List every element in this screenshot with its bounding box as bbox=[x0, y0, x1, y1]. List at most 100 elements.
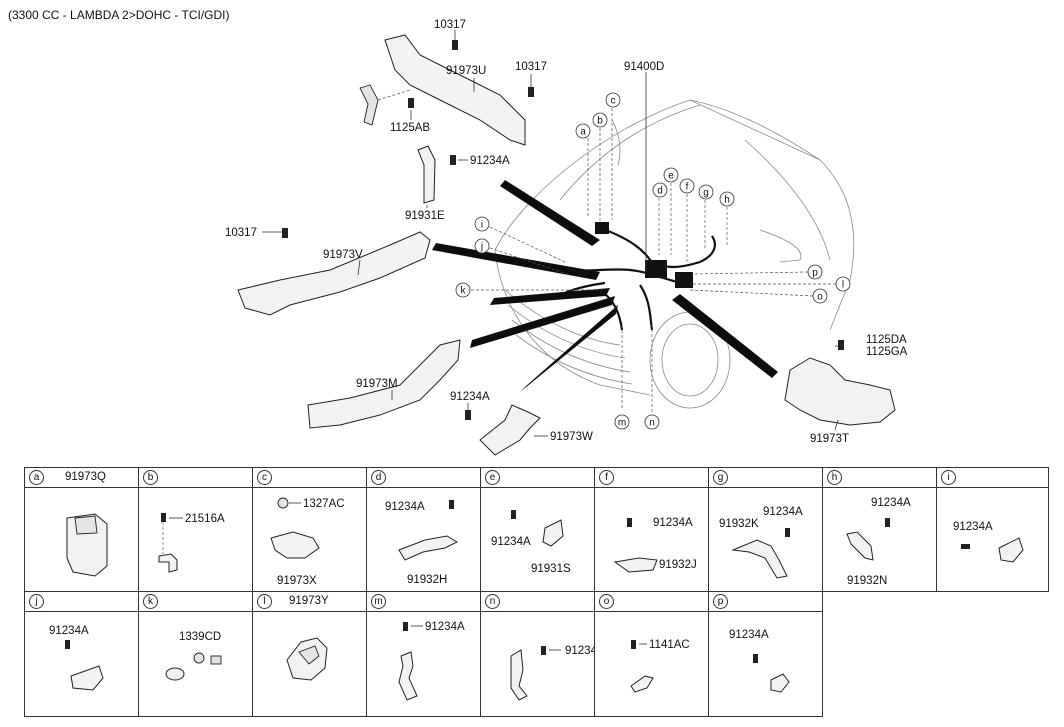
cell-letter: e bbox=[485, 470, 500, 485]
detail-cell-i: i 91234A bbox=[936, 467, 1049, 592]
callout-circle-n: n bbox=[644, 414, 660, 430]
cell-letter: c bbox=[257, 470, 272, 485]
part-illustration: 91234A 91931S bbox=[491, 510, 571, 575]
part-illustration bbox=[66, 513, 108, 577]
detail-cell-a: a 91973Q bbox=[24, 467, 139, 592]
label-91973V: 91973V bbox=[323, 249, 363, 261]
svg-text:b: b bbox=[597, 116, 603, 127]
svg-text:o: o bbox=[817, 292, 823, 303]
part-number: 91234A bbox=[385, 501, 425, 513]
part-illustration: 91234A 91932K bbox=[719, 506, 803, 579]
callout-leaders bbox=[471, 108, 836, 412]
callout-circle-f: f bbox=[679, 178, 695, 194]
svg-text:k: k bbox=[461, 286, 467, 297]
routing-blades bbox=[432, 180, 778, 392]
label-1125AB: 1125AB bbox=[390, 122, 430, 134]
part-illustration: 91234A bbox=[729, 629, 790, 693]
part-number: 91931S bbox=[531, 563, 571, 575]
bolt-icons bbox=[282, 40, 844, 420]
callout-circle-d: d bbox=[652, 182, 668, 198]
part-illustration: 1339CD bbox=[165, 631, 222, 681]
part-number: 91234A bbox=[871, 497, 911, 509]
part-number: 91234A bbox=[565, 645, 594, 657]
callout-circle-o: o bbox=[812, 288, 828, 304]
part-illustration: 91234A bbox=[49, 625, 104, 691]
part-illustration: 91234A bbox=[510, 645, 594, 701]
part-number: 91234A bbox=[763, 506, 803, 518]
part-illustration bbox=[286, 637, 328, 681]
callout-circle-k: k bbox=[455, 282, 471, 298]
part-number: 91973Q bbox=[65, 471, 106, 483]
detail-cell-n: n 91234A bbox=[480, 591, 595, 717]
label-1125DA: 1125DA bbox=[866, 334, 907, 346]
svg-text:i: i bbox=[481, 220, 483, 231]
bracket-91973M bbox=[307, 339, 461, 429]
label-91973U: 91973U bbox=[446, 65, 486, 77]
label-91931E: 91931E bbox=[405, 210, 445, 222]
bracket-91973T bbox=[784, 357, 896, 426]
part-number: 21516A bbox=[185, 513, 225, 525]
callout-circle-e: e bbox=[663, 167, 679, 183]
label-91973W: 91973W bbox=[550, 431, 593, 443]
part-illustration: 91234A bbox=[953, 521, 1024, 563]
svg-text:d: d bbox=[657, 186, 663, 197]
detail-cell-g: g 91234A 91932K bbox=[708, 467, 823, 592]
detail-cell-l: l 91973Y bbox=[252, 591, 367, 717]
cell-letter: k bbox=[143, 594, 158, 609]
detail-cell-h: h 91234A 91932N bbox=[822, 467, 937, 592]
cell-letter: g bbox=[713, 470, 728, 485]
label-10317-left: 10317 bbox=[225, 227, 257, 239]
detail-parts-grid: a 91973Q b 21516A c 1327AC 91973X d 912 bbox=[24, 467, 1049, 717]
cell-letter: l bbox=[257, 594, 272, 609]
svg-text:j: j bbox=[480, 242, 483, 253]
part-illustration: 21516A bbox=[158, 513, 225, 573]
part-number: 91234A bbox=[49, 625, 89, 637]
callout-circle-a: a bbox=[575, 123, 591, 139]
callout-circle-g: g bbox=[698, 184, 714, 200]
part-number: 91973X bbox=[277, 575, 317, 587]
part-number: 91234A bbox=[953, 521, 993, 533]
callout-circle-h: h bbox=[719, 191, 735, 207]
part-number: 91932H bbox=[407, 574, 447, 586]
part-number: 91234A bbox=[729, 629, 769, 641]
cell-letter: d bbox=[371, 470, 386, 485]
callout-circle-j: j bbox=[474, 238, 490, 254]
callout-circle-p: p bbox=[807, 264, 823, 280]
detail-cell-e: e 91234A 91931S bbox=[480, 467, 595, 592]
vehicle-outline bbox=[494, 99, 855, 409]
bracket-91973W bbox=[479, 404, 541, 456]
cell-letter: f bbox=[599, 470, 614, 485]
part-number: 1339CD bbox=[179, 631, 221, 643]
part-number: 91234A bbox=[653, 517, 693, 529]
part-number: 1141AC bbox=[649, 639, 690, 651]
svg-text:p: p bbox=[812, 268, 818, 279]
part-number: 91932J bbox=[659, 559, 697, 571]
label-91973T: 91973T bbox=[810, 433, 849, 445]
part-illustration: 91234A 91932J bbox=[613, 517, 697, 573]
detail-cell-k: k 1339CD bbox=[138, 591, 253, 717]
cell-letter: o bbox=[599, 594, 614, 609]
label-10317-top: 10317 bbox=[434, 19, 466, 31]
cell-letter: n bbox=[485, 594, 500, 609]
svg-text:g: g bbox=[703, 188, 709, 199]
part-number: 91932K bbox=[719, 518, 759, 530]
part-number: 91234A bbox=[491, 536, 531, 548]
svg-text:e: e bbox=[668, 171, 674, 182]
cell-letter: a bbox=[29, 470, 44, 485]
svg-text:n: n bbox=[649, 418, 655, 429]
detail-cell-p: p 91234A bbox=[708, 591, 823, 717]
callout-circle-l: l bbox=[835, 276, 851, 292]
callout-circle-c: c bbox=[605, 92, 621, 108]
part-number: 1327AC bbox=[303, 498, 345, 510]
label-91234A-lower: 91234A bbox=[450, 391, 490, 403]
leader-lines bbox=[262, 30, 839, 437]
cell-letter: p bbox=[713, 594, 728, 609]
detail-cell-f: f 91234A 91932J bbox=[594, 467, 709, 592]
detail-cell-d: d 91234A 91932H bbox=[366, 467, 481, 592]
label-91973M: 91973M bbox=[356, 378, 398, 390]
detail-cell-m: m 91234A bbox=[366, 591, 481, 717]
callout-circle-m: m bbox=[614, 414, 630, 430]
part-number: 91234A bbox=[425, 621, 465, 633]
svg-text:f: f bbox=[686, 182, 689, 193]
svg-text:c: c bbox=[611, 96, 616, 107]
